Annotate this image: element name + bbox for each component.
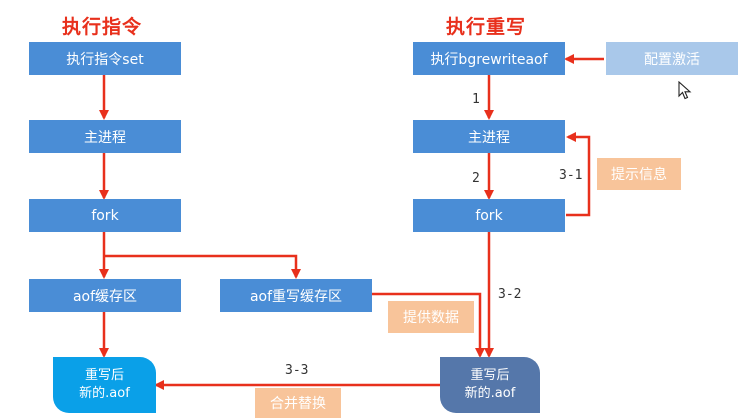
config-activate-box: 配置激活: [606, 42, 738, 75]
new-aof-file-left: 重写后 新的.aof: [53, 357, 156, 413]
arrow-fork-to-main-feedback: [566, 132, 591, 217]
bgrewriteaof-box: 执行bgrewriteaof: [413, 42, 565, 75]
step-label-3-1: 3-1: [559, 168, 583, 183]
main-process-box-left: 主进程: [29, 120, 181, 153]
new-aof-left-line2: 新的.aof: [79, 386, 130, 401]
step-label-1: 1: [472, 92, 480, 107]
step-label-2: 2: [472, 171, 480, 186]
main-process-box-right: 主进程: [413, 120, 565, 153]
aof-buffer-box: aof缓存区: [29, 279, 181, 312]
right-title: 执行重写: [446, 16, 527, 38]
fork-box-left: fork: [29, 199, 181, 232]
step-label-3-3: 3-3: [285, 363, 309, 378]
arrow-rewritebuf-to-newaof: [372, 292, 485, 358]
merge-replace-note: 合并替换: [255, 388, 341, 418]
new-aof-right-line2: 新的.aof: [464, 386, 516, 401]
set-command-box: 执行指令set: [29, 42, 181, 75]
provide-data-note: 提供数据: [388, 301, 474, 333]
new-aof-file-right: 重写后 新的.aof: [440, 357, 540, 413]
new-aof-left-line1: 重写后: [84, 368, 124, 383]
fork-box-right: fork: [413, 199, 565, 232]
new-aof-right-line1: 重写后: [470, 368, 510, 383]
hint-info-note: 提示信息: [597, 158, 681, 190]
step-label-3-2: 3-2: [498, 287, 522, 302]
arrow-fork-to-rewritebuf: [104, 254, 301, 279]
left-title: 执行指令: [62, 16, 143, 38]
rewrite-buffer-box: aof重写缓存区: [220, 279, 372, 312]
mouse-cursor-icon: [678, 81, 692, 100]
